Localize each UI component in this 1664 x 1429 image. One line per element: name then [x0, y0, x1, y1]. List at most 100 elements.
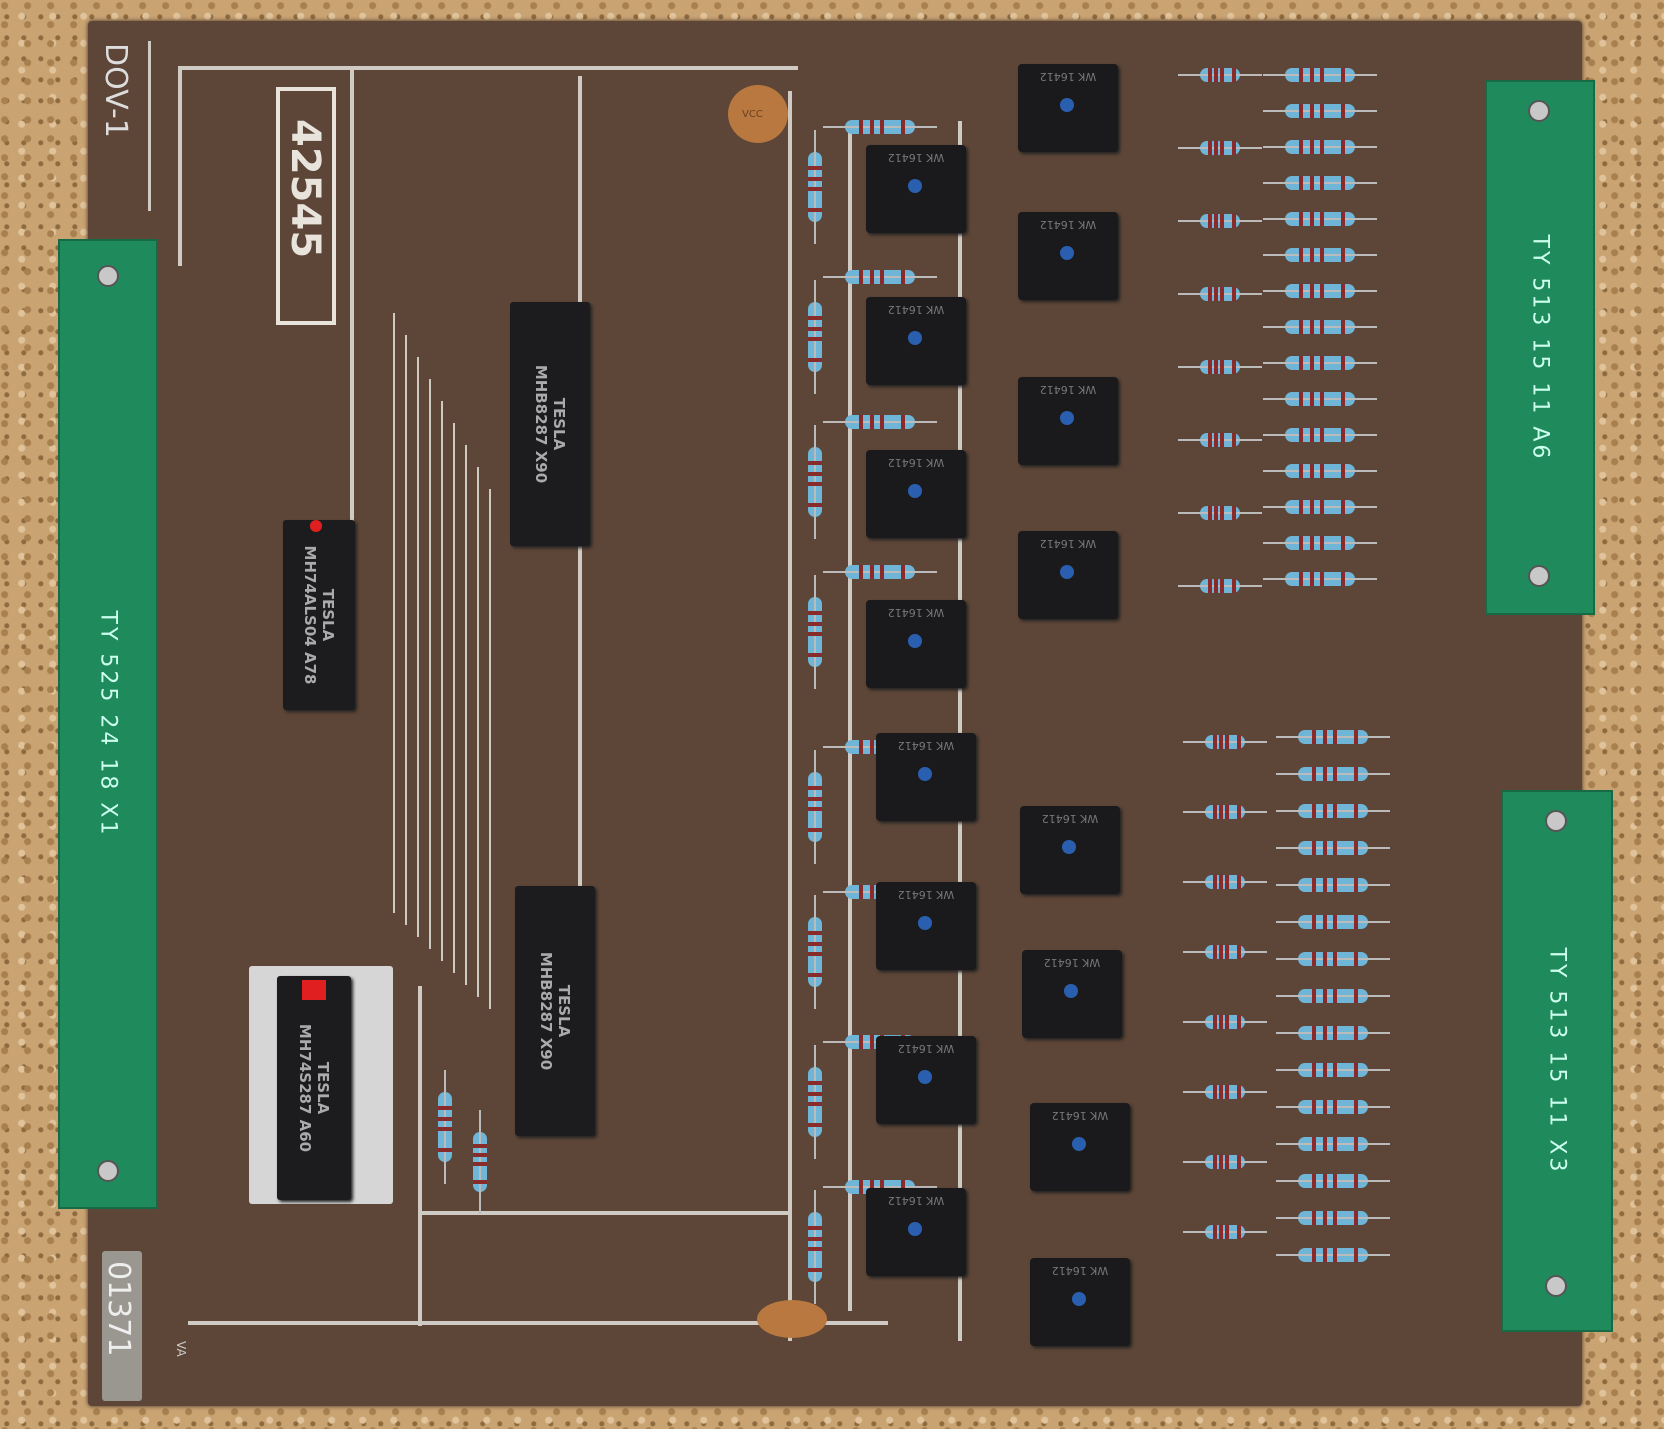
- chip-brand: TESLA: [314, 1061, 332, 1115]
- color-band: [880, 415, 884, 429]
- color-band: [1237, 735, 1241, 749]
- resistor: [1276, 804, 1390, 818]
- color-band: [808, 358, 822, 362]
- screw-icon: [1528, 565, 1550, 587]
- edge-connector-x1: TY 525 24 18 X1: [58, 239, 158, 1209]
- color-band: [1225, 1225, 1229, 1239]
- screw-icon: [1528, 100, 1550, 122]
- resistor: [1263, 356, 1377, 370]
- color-band: [1220, 360, 1224, 374]
- trace: [178, 66, 798, 70]
- resistor: [1276, 915, 1390, 929]
- edge-connector-x3: TY 513 15 11 X3: [1501, 790, 1613, 1332]
- relay-indicator: [918, 1070, 932, 1084]
- trace: [393, 313, 395, 913]
- resistor: [1263, 464, 1377, 478]
- relay-indicator: [908, 484, 922, 498]
- resistor: [1276, 952, 1390, 966]
- color-band: [1312, 1248, 1316, 1262]
- color-band: [859, 270, 863, 284]
- color-band: [1322, 915, 1327, 929]
- color-band: [1299, 104, 1303, 118]
- resistor: [473, 1132, 487, 1192]
- color-band: [1322, 1248, 1327, 1262]
- color-band: [1354, 1063, 1358, 1077]
- color-band: [1213, 1155, 1217, 1169]
- resistor: [1276, 767, 1390, 781]
- relay: WK 16412: [1018, 377, 1118, 465]
- color-band: [1333, 1211, 1337, 1225]
- color-band: [869, 270, 874, 284]
- resistor: [1276, 1026, 1390, 1040]
- screw-icon: [1545, 810, 1567, 832]
- color-band: [1322, 730, 1327, 744]
- resistor: [1183, 735, 1267, 749]
- color-band: [1333, 767, 1337, 781]
- color-band: [1341, 356, 1345, 370]
- color-band: [859, 565, 863, 579]
- color-band: [1232, 506, 1236, 520]
- color-band: [438, 1148, 452, 1152]
- color-band: [1299, 68, 1303, 82]
- color-band: [869, 1035, 874, 1049]
- color-band: [1354, 1026, 1358, 1040]
- resistor: [1263, 140, 1377, 154]
- color-band: [808, 208, 822, 212]
- color-band: [1322, 1211, 1327, 1225]
- color-band: [1225, 945, 1229, 959]
- resistor: [1263, 320, 1377, 334]
- relay-label: WK 16412: [887, 151, 945, 164]
- color-band: [1309, 464, 1314, 478]
- color-band: [1312, 1137, 1316, 1151]
- color-band: [1208, 141, 1212, 155]
- board-number: 42545: [282, 119, 328, 259]
- relay-label: WK 16412: [897, 888, 955, 901]
- relay: WK 16412: [876, 1036, 976, 1124]
- color-band: [1219, 1015, 1223, 1029]
- connector-label: TY 513 15 11 A6: [1527, 234, 1553, 461]
- trace: [418, 1211, 788, 1215]
- color-band: [1320, 392, 1324, 406]
- color-band: [1341, 176, 1345, 190]
- color-band: [1299, 176, 1303, 190]
- color-band: [1208, 214, 1212, 228]
- resistor: [1276, 989, 1390, 1003]
- color-band: [1220, 506, 1224, 520]
- color-band: [1309, 428, 1314, 442]
- color-band: [1299, 536, 1303, 550]
- resistor: [1276, 1248, 1390, 1262]
- color-band: [1341, 500, 1345, 514]
- color-band: [1213, 945, 1217, 959]
- color-band: [808, 786, 822, 790]
- color-band: [1299, 248, 1303, 262]
- chip-code: A78: [301, 651, 319, 685]
- relay-indicator: [918, 916, 932, 930]
- relay-label: WK 16412: [1039, 537, 1097, 550]
- color-band: [1333, 1100, 1337, 1114]
- color-band: [1213, 1015, 1217, 1029]
- color-band: [1341, 464, 1345, 478]
- color-band: [869, 415, 874, 429]
- resistor: [808, 917, 822, 987]
- color-band: [1309, 140, 1314, 154]
- color-band: [1213, 1085, 1217, 1099]
- color-band: [1322, 1026, 1327, 1040]
- relay: WK 16412: [866, 450, 966, 538]
- color-band: [1299, 140, 1303, 154]
- color-band: [1322, 878, 1327, 892]
- color-band: [1309, 212, 1314, 226]
- relay: WK 16412: [866, 1188, 966, 1276]
- color-band: [1214, 214, 1218, 228]
- color-band: [1219, 1155, 1223, 1169]
- resistor: [1178, 141, 1262, 155]
- color-band: [1220, 579, 1224, 593]
- color-band: [859, 1180, 863, 1194]
- resistor: [1276, 1211, 1390, 1225]
- color-band: [901, 270, 905, 284]
- color-band: [1219, 1225, 1223, 1239]
- color-band: [1322, 1137, 1327, 1151]
- resistor: [1263, 500, 1377, 514]
- color-band: [1225, 735, 1229, 749]
- color-band: [1232, 214, 1236, 228]
- color-band: [1354, 989, 1358, 1003]
